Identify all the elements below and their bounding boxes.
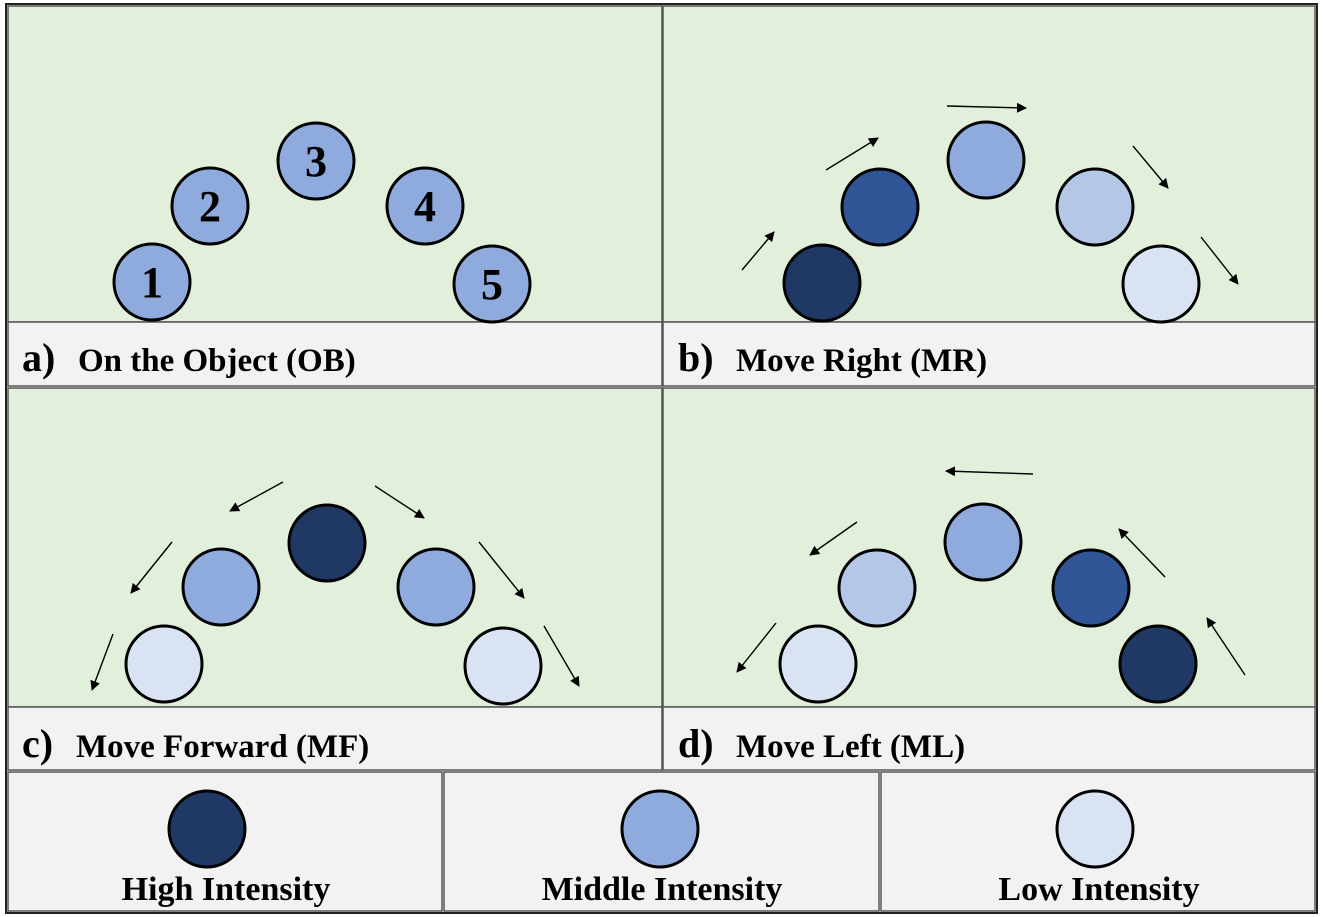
- point-circle-2: [170, 166, 250, 246]
- circle-3: [287, 503, 367, 583]
- legend-swatch-low: [1055, 789, 1135, 869]
- point-circle-5: [452, 244, 532, 324]
- arrow-4: [1118, 528, 1166, 578]
- panel-b-letter: b): [678, 335, 714, 380]
- panel-b-title: Move Right (MR): [736, 343, 987, 379]
- panel-a-title: On the Object (OB): [78, 343, 356, 379]
- panel-d-caption-area: [662, 706, 1316, 771]
- circle-5: [1118, 624, 1198, 704]
- arrow-1: [736, 622, 777, 673]
- arrow-2: [809, 521, 858, 556]
- panel-c-title: Move Forward (MF): [76, 729, 369, 765]
- panel-c-letter: c): [22, 721, 53, 766]
- arrow-5: [478, 541, 525, 599]
- arrow-2: [825, 137, 879, 171]
- circle-2: [837, 548, 917, 628]
- panel-c-caption-area: [7, 706, 663, 771]
- panel-c: c) Move Forward (MF): [22, 481, 580, 766]
- panel-a: 1 2 3 4 5 a) On the Object (OB): [22, 121, 532, 380]
- arrow-4: [374, 485, 425, 519]
- circle-3: [946, 120, 1026, 200]
- circle-4: [1055, 167, 1135, 247]
- panel-b-caption-area: [662, 321, 1316, 387]
- arrow-4: [1132, 145, 1169, 189]
- arrow-6: [543, 625, 580, 687]
- arrow-1: [741, 231, 775, 271]
- arrow-3: [229, 481, 284, 512]
- point-number-3: 3: [305, 137, 327, 186]
- legend-label-high: High Intensity: [122, 871, 331, 908]
- point-circle-4: [385, 166, 465, 246]
- legend-swatch-high: [167, 789, 247, 869]
- circle-4: [396, 547, 476, 627]
- arrow-5: [1200, 236, 1239, 285]
- circle-1: [782, 243, 862, 323]
- arrow-5: [1206, 617, 1246, 676]
- circle-1: [778, 624, 858, 704]
- figure-border: [5, 3, 1318, 914]
- circle-3: [943, 502, 1023, 582]
- circle-2: [840, 167, 920, 247]
- panel-d-title: Move Left (ML): [736, 729, 965, 765]
- panel-d-letter: d): [678, 721, 714, 766]
- legend: High Intensity Middle Intensity Low Inte…: [122, 789, 1200, 908]
- legend-swatch-middle: [620, 789, 700, 869]
- legend-label-low: Low Intensity: [998, 871, 1199, 908]
- point-circle-1: [112, 242, 192, 322]
- circle-5: [1121, 244, 1201, 324]
- legend-label-middle: Middle Intensity: [542, 871, 783, 908]
- circle-2: [181, 547, 261, 627]
- circle-4: [1051, 548, 1131, 628]
- point-number-5: 5: [481, 260, 503, 309]
- arrow-3: [945, 466, 1034, 477]
- point-circle-3: [276, 121, 356, 201]
- point-number-4: 4: [414, 182, 436, 231]
- panel-a-letter: a): [22, 335, 55, 380]
- point-number-2: 2: [199, 182, 221, 231]
- panel-d: d) Move Left (ML): [678, 466, 1246, 766]
- panel-a-caption-area: [7, 321, 663, 387]
- circle-1: [124, 624, 204, 704]
- point-number-1: 1: [141, 258, 163, 307]
- arrow-2: [130, 541, 173, 594]
- panel-b: b) Move Right (MR): [678, 102, 1239, 380]
- circle-5: [463, 626, 543, 706]
- arrow-1: [90, 633, 114, 691]
- arrow-3: [946, 102, 1027, 113]
